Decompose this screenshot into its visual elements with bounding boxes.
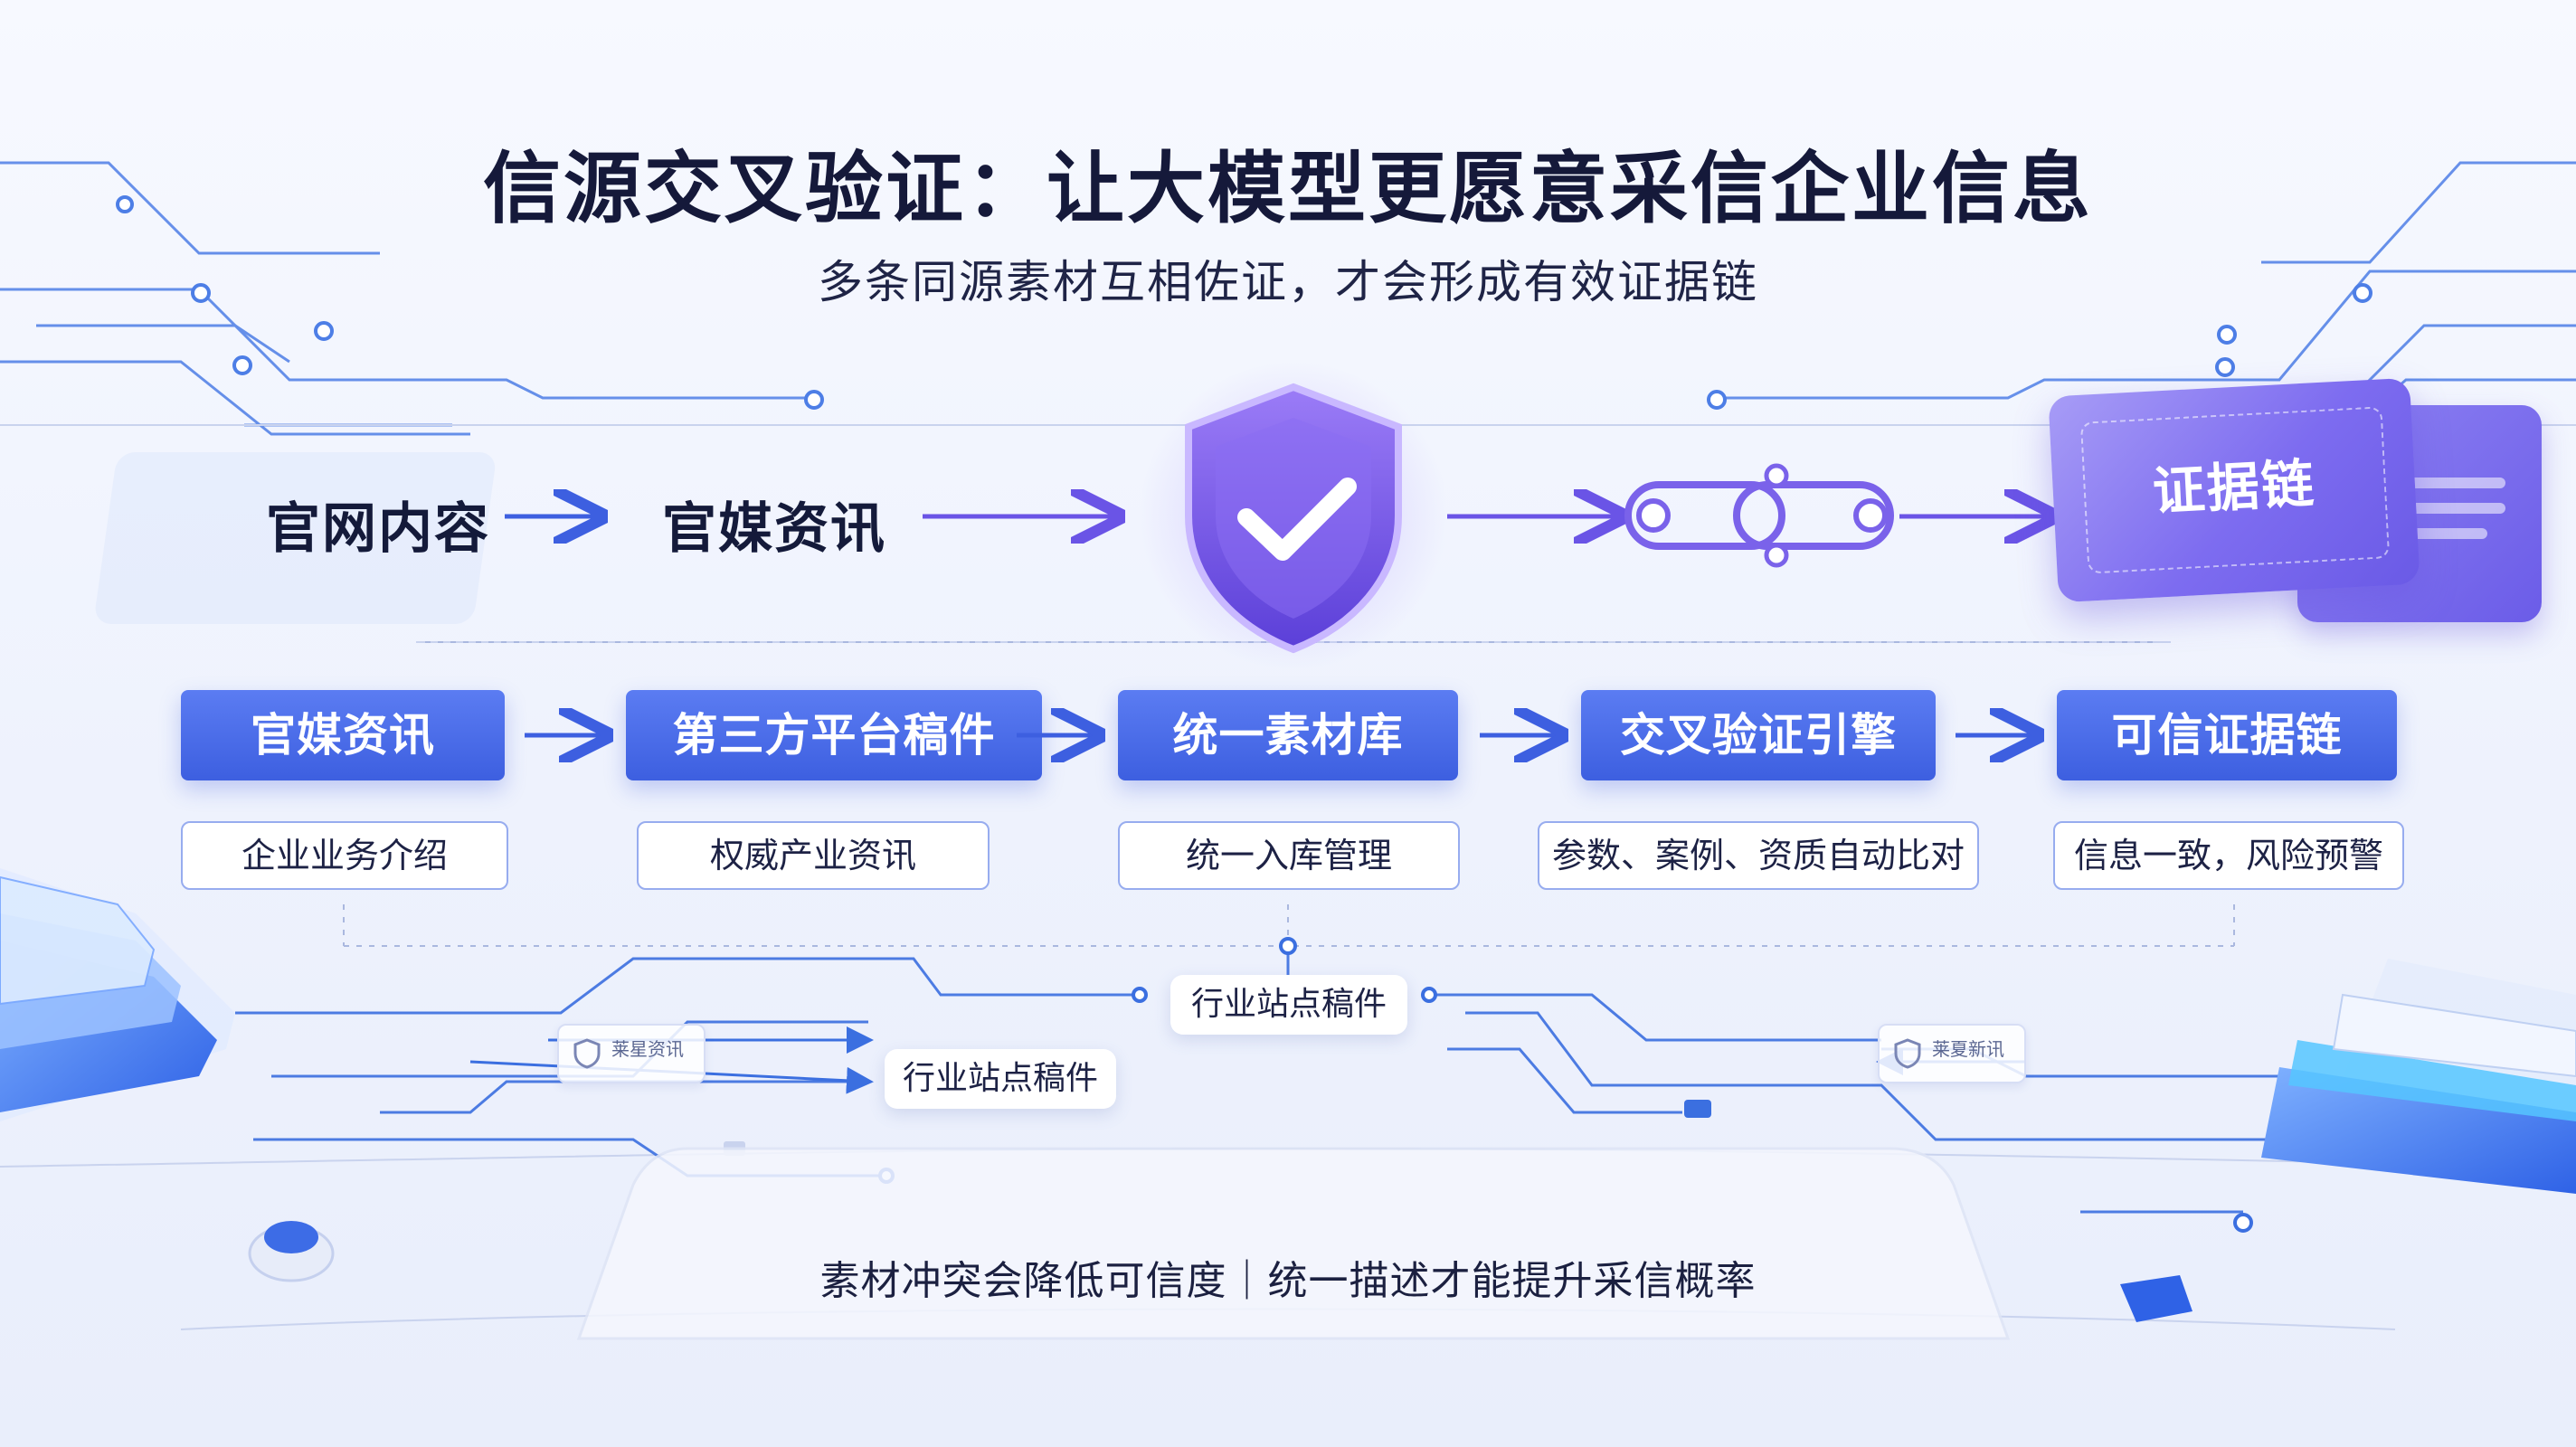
chain-link-icon bbox=[1624, 463, 1894, 568]
step-cross-validation-engine: 交叉验证引擎 bbox=[1581, 690, 1936, 780]
desc-third-party-platform: 权威产业资讯 bbox=[637, 821, 990, 890]
logo-chip-right-label: 莱夏新讯 bbox=[1932, 1038, 2004, 1060]
chip-industry-site-bottom: 行业站点稿件 bbox=[885, 1049, 1116, 1109]
desc-cross-validation-engine: 参数、案例、资质自动比对 bbox=[1538, 821, 1979, 890]
desc-unified-material-library: 统一入库管理 bbox=[1118, 821, 1460, 890]
footer-note: 素材冲突会降低可信度｜统一描述才能提升采信概率 bbox=[819, 1258, 1757, 1304]
page-subtitle: 多条同源素材互相佐证，才会形成有效证据链 bbox=[818, 256, 1758, 308]
logo-chip-left-label: 莱星资讯 bbox=[611, 1038, 684, 1060]
logo-chip-left: 莱星资讯 bbox=[557, 1024, 706, 1083]
source-official-media: 官媒资讯 bbox=[662, 497, 886, 561]
step-official-media: 官媒资讯 bbox=[181, 690, 505, 780]
desc-trusted-evidence-chain: 信息一致，风险预警 bbox=[2053, 821, 2404, 890]
shield-logo-icon bbox=[573, 1038, 601, 1069]
shield-logo-icon bbox=[1894, 1038, 1921, 1069]
step-unified-material-library: 统一素材库 bbox=[1118, 690, 1458, 780]
shield-check-icon bbox=[1140, 362, 1447, 669]
step-third-party-platform: 第三方平台稿件 bbox=[626, 690, 1042, 780]
page-title: 信源交叉验证：让大模型更愿意采信企业信息 bbox=[483, 144, 2093, 234]
source-official-site: 官网内容 bbox=[266, 497, 490, 561]
desc-official-media: 企业业务介绍 bbox=[181, 821, 508, 890]
logo-chip-right: 莱夏新讯 bbox=[1878, 1024, 2026, 1083]
step-trusted-evidence-chain: 可信证据链 bbox=[2057, 690, 2397, 780]
chip-industry-site-top: 行业站点稿件 bbox=[1170, 975, 1407, 1035]
